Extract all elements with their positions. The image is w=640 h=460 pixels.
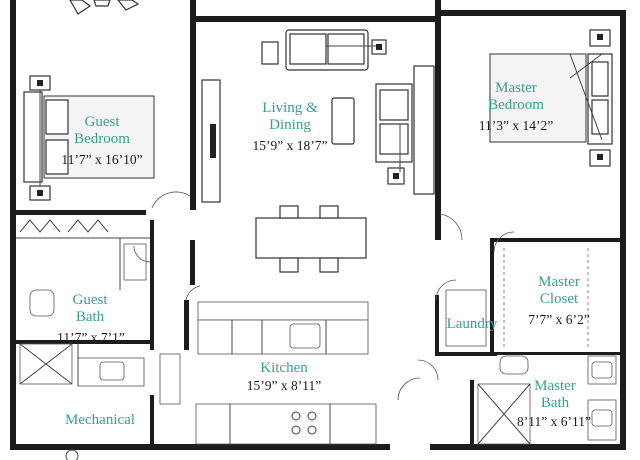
guest-bedroom-label: Guest Bedroom bbox=[60, 114, 144, 148]
master-closet-name-line2: Closet bbox=[539, 291, 579, 307]
guest-bedroom-furniture bbox=[16, 0, 155, 290]
master-bath-name-line1: Master bbox=[534, 378, 576, 394]
laundry-name: Laundry bbox=[446, 316, 498, 332]
guest-bath-name-line1: Guest bbox=[72, 292, 108, 308]
master-bedroom-furniture bbox=[439, 29, 613, 241]
living-dining-name-line2: Dining bbox=[269, 117, 311, 133]
kitchen-dims: 15’9” x 8’11” bbox=[246, 378, 322, 393]
master-bedroom-name-line1: Master bbox=[495, 80, 537, 96]
walls bbox=[10, 0, 626, 450]
master-closet-label: Master Closet bbox=[526, 274, 592, 308]
guest-bath-name-line2: Bath bbox=[75, 309, 105, 325]
master-bedroom-label: Master Bedroom bbox=[474, 80, 558, 114]
master-bedroom-name-line2: Bedroom bbox=[488, 97, 544, 113]
guest-bath-label: Guest Bath bbox=[60, 292, 120, 326]
master-bath-name-line2: Bath bbox=[540, 395, 570, 411]
living-dining-label: Living & Dining bbox=[250, 100, 330, 134]
kitchen-fixtures bbox=[159, 301, 377, 445]
living-dining-dims: 15’9” x 18’7” bbox=[252, 138, 328, 153]
master-suite-fixtures bbox=[397, 231, 617, 445]
guest-bedroom-name-line1: Guest bbox=[84, 114, 120, 130]
entry-marker-icon bbox=[65, 449, 79, 460]
guest-bedroom-dims: 11’7” x 16’10” bbox=[61, 152, 143, 167]
living-dining-name-line1: Living & bbox=[262, 100, 318, 116]
guest-bath-fixtures bbox=[19, 289, 145, 387]
mechanical-name: Mechanical bbox=[65, 412, 135, 428]
master-bath-dims: 8’11” x 6’11” bbox=[517, 414, 591, 429]
master-closet-dims: 7’7” x 6’2” bbox=[528, 312, 590, 327]
master-closet-name-line1: Master bbox=[538, 274, 580, 290]
master-bedroom-dims: 11’3” x 14’2” bbox=[478, 118, 554, 133]
guest-bath-dims: 11’7” x 7’1” bbox=[57, 330, 125, 345]
master-bath-label: Master Bath bbox=[522, 378, 588, 412]
living-dining-furniture bbox=[151, 29, 435, 301]
guest-bedroom-name-line2: Bedroom bbox=[74, 131, 130, 147]
kitchen-name: Kitchen bbox=[260, 360, 308, 376]
